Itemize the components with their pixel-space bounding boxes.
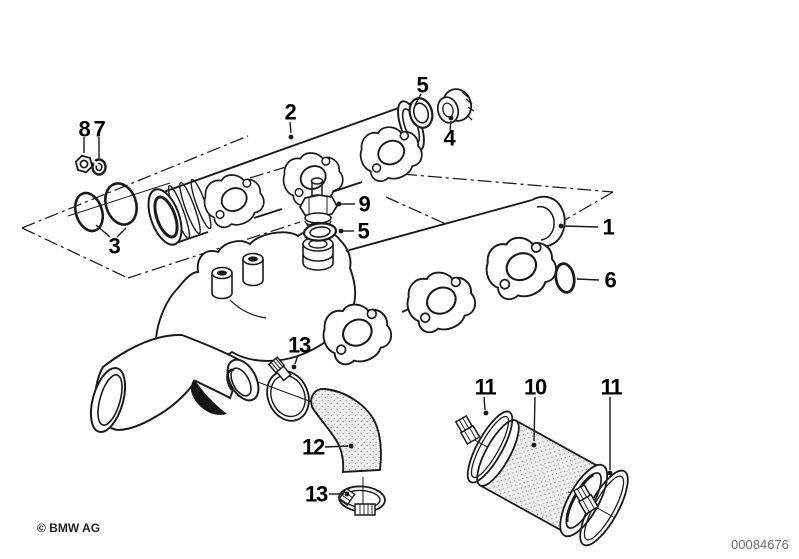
callout-leader: [116, 227, 127, 238]
callout-dot: [291, 364, 297, 370]
callout-label-6: 6: [604, 268, 616, 293]
callout-dot: [607, 470, 613, 476]
callout-leader: [95, 224, 111, 238]
manifold-flange: [398, 262, 483, 341]
callout-label-13: 13: [305, 482, 328, 507]
part-1-manifold: [154, 195, 566, 373]
callout-dot: [344, 491, 350, 497]
callout-label-5: 5: [357, 219, 369, 244]
image-number: 00084676: [731, 537, 789, 552]
part-2-water-pipe: [147, 100, 429, 246]
callout-label-8: 8: [78, 117, 90, 142]
part-9-sensor-fitting: [299, 177, 338, 231]
callout-leader: [483, 396, 486, 411]
part-3-sealing-rings: [73, 182, 138, 233]
callout-label-2: 2: [284, 100, 296, 125]
part-11-hose-clamp-right: [572, 469, 629, 547]
callout-label-3: 3: [108, 234, 120, 259]
callout-leader: [449, 120, 452, 131]
callout-label-10: 10: [524, 375, 547, 400]
callout-leader: [563, 225, 599, 228]
callout-label-11: 11: [601, 375, 623, 400]
callout-leader: [294, 354, 299, 365]
callout-label-7: 7: [93, 117, 105, 142]
part-4-screw-plug: [436, 88, 475, 124]
callout-leader: [414, 93, 422, 106]
callout-label-12: 12: [302, 435, 325, 460]
part-7-lock-washer: [91, 158, 107, 176]
callout-label-9: 9: [358, 192, 370, 217]
callout-label-4: 4: [443, 126, 456, 151]
callout-dot: [483, 410, 489, 416]
part-12-elbow-hose: [310, 388, 382, 474]
callout-leader: [576, 278, 600, 281]
callout-dot: [338, 228, 344, 234]
part-13-hose-clamp-upper: [266, 356, 310, 422]
callout-label-11: 11: [475, 375, 497, 400]
callout-dot: [531, 442, 537, 448]
part-5-seal-ring-mid: [302, 222, 338, 242]
copyright-notice: © BMW AG: [37, 521, 101, 535]
callout-dot: [288, 134, 294, 140]
manifold-outlet-elbow: [89, 333, 260, 433]
callout-label-5: 5: [416, 73, 428, 98]
callout-label-13: 13: [288, 333, 311, 358]
part-5-seal-ring-top: [408, 97, 434, 129]
callout-dot: [336, 201, 342, 207]
callout-dot: [558, 223, 564, 229]
callout-dot: [348, 443, 354, 449]
callout-dot: [448, 115, 454, 121]
callout-label-1: 1: [602, 215, 614, 240]
callout-leader: [324, 445, 349, 448]
part-8-hex-nut: [74, 154, 94, 174]
threaded-boss: [242, 252, 264, 287]
threaded-boss: [211, 266, 233, 300]
part-13-hose-clamp-lower: [338, 485, 386, 516]
callout-leader: [533, 396, 536, 442]
callout-leader: [289, 121, 292, 134]
part-11-hose-clamp-left: [454, 410, 514, 484]
part-6-o-ring: [554, 262, 576, 294]
